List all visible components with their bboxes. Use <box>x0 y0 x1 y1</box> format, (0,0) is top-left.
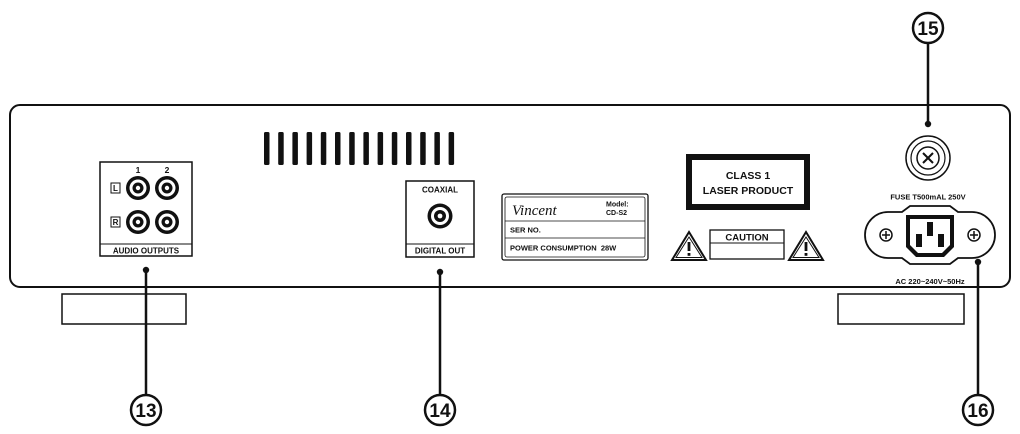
caution-label: CAUTION <box>709 229 785 260</box>
model-value: CD-S2 <box>606 210 627 217</box>
warning-triangle-right-icon <box>787 230 825 261</box>
callout-16: 16 <box>961 258 995 427</box>
ventilation-slots <box>264 132 455 165</box>
rca-jack-l2[interactable] <box>155 176 179 200</box>
rca-jack-l1[interactable] <box>126 176 150 200</box>
callout-14-number: 14 <box>429 401 451 422</box>
model-label: Model: <box>606 202 629 209</box>
laser-class-label: CLASS 1 LASER PRODUCT <box>686 154 810 210</box>
laser-line-2: LASER PRODUCT <box>703 185 794 197</box>
ac-power-inlet[interactable] <box>864 205 996 265</box>
rca-jack-r1[interactable] <box>126 210 150 234</box>
callout-16-number: 16 <box>967 401 988 422</box>
right-channel-label: R <box>113 218 119 227</box>
callout-14: 14 <box>423 268 457 427</box>
digital-out-label: DIGITAL OUT <box>415 247 465 256</box>
channel-2-label: 2 <box>165 165 170 175</box>
serial-label: SER NO. <box>510 226 541 235</box>
fuse-label: FUSE T500mAL 250V <box>890 193 965 202</box>
vent-slot <box>420 132 426 165</box>
vent-slot <box>278 132 284 165</box>
nameplate: Vincent Model: CD-S2 SER NO. POWER CONSU… <box>501 193 649 261</box>
channel-1-label: 1 <box>136 165 141 175</box>
left-channel-label: L <box>113 184 118 193</box>
callout-13: 13 <box>129 266 163 427</box>
rca-jack-r2[interactable] <box>155 210 179 234</box>
vent-slot <box>349 132 355 165</box>
laser-line-1: CLASS 1 <box>726 170 771 182</box>
audio-outputs-panel: AUDIO OUTPUTS 1 2 L R <box>99 161 193 257</box>
vent-slot <box>406 132 412 165</box>
right-foot <box>837 293 965 325</box>
ac-inlet-label: AC 220~240V~50Hz <box>895 277 964 286</box>
caution-text: CAUTION <box>725 233 768 244</box>
vent-slot <box>264 132 270 165</box>
left-foot <box>61 293 187 325</box>
warning-triangle-left-icon <box>670 230 708 261</box>
vent-slot <box>448 132 455 165</box>
vent-slot <box>363 132 369 165</box>
callout-15: 15 <box>911 11 945 128</box>
vent-slot <box>434 132 440 165</box>
digital-out-panel: COAXIAL DIGITAL OUT <box>405 180 475 258</box>
power-consumption: POWER CONSUMPTION 28W <box>510 244 617 253</box>
callout-15-number: 15 <box>917 19 939 40</box>
coaxial-label: COAXIAL <box>422 186 458 195</box>
brand-name: Vincent <box>512 203 558 219</box>
fuse-holder[interactable] <box>905 135 951 181</box>
vent-slot <box>335 132 341 165</box>
vent-slot <box>306 132 313 165</box>
callout-13-number: 13 <box>135 401 156 422</box>
vent-slot <box>292 132 298 165</box>
vent-slot <box>320 132 327 165</box>
coaxial-jack[interactable] <box>427 203 453 229</box>
vent-slot <box>377 132 384 165</box>
audio-outputs-label: AUDIO OUTPUTS <box>113 247 180 256</box>
vent-slot <box>391 132 398 165</box>
